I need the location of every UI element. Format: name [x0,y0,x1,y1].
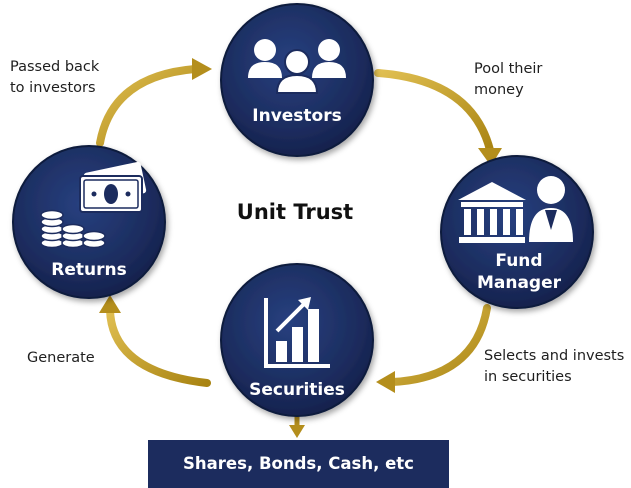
asset-types-label: Shares, Bonds, Cash, etc [183,454,414,473]
node-label-returns: Returns [51,260,126,280]
asset-types-box: Shares, Bonds, Cash, etc [148,440,449,488]
diagram-title: Unit Trust [237,200,353,224]
node-label-fund: Fund [495,251,542,271]
flow-arrow-investors-to-manager [374,69,502,166]
flow-label-pool-their-money: Pool their money [474,61,542,98]
flow-label-line: in securities [484,369,572,385]
node-label-manager: Manager [477,273,562,293]
flow-label-line: money [474,82,524,98]
flow-label-line: Passed back [10,59,100,75]
people-group-icon [248,39,346,94]
flow-label-line: Generate [27,350,95,366]
node-fund-manager: Fund Manager [440,155,594,309]
flow-label-passed-back: Passed back to investors [10,59,100,96]
flow-arrow-returns-to-investors [96,58,212,147]
node-securities: Securities [220,263,374,417]
cash-and-coins-icon [40,161,147,249]
flow-arrow-securities-to-returns [99,295,211,387]
node-investors: Investors [220,3,374,157]
node-label-investors: Investors [252,106,341,126]
flow-label-line: to investors [10,80,96,96]
flow-label-line: Pool their [474,61,542,77]
flow-label-line: Selects and invests [484,348,624,364]
node-label-securities: Securities [249,380,345,400]
flow-label-generate: Generate [27,350,95,366]
bank-person-icon [458,176,573,243]
rising-bar-chart-icon [264,297,330,368]
flow-label-selects-and-invests: Selects and invests in securities [484,348,624,385]
flow-arrow-manager-to-securities [376,304,491,393]
node-returns: Returns [12,145,166,299]
